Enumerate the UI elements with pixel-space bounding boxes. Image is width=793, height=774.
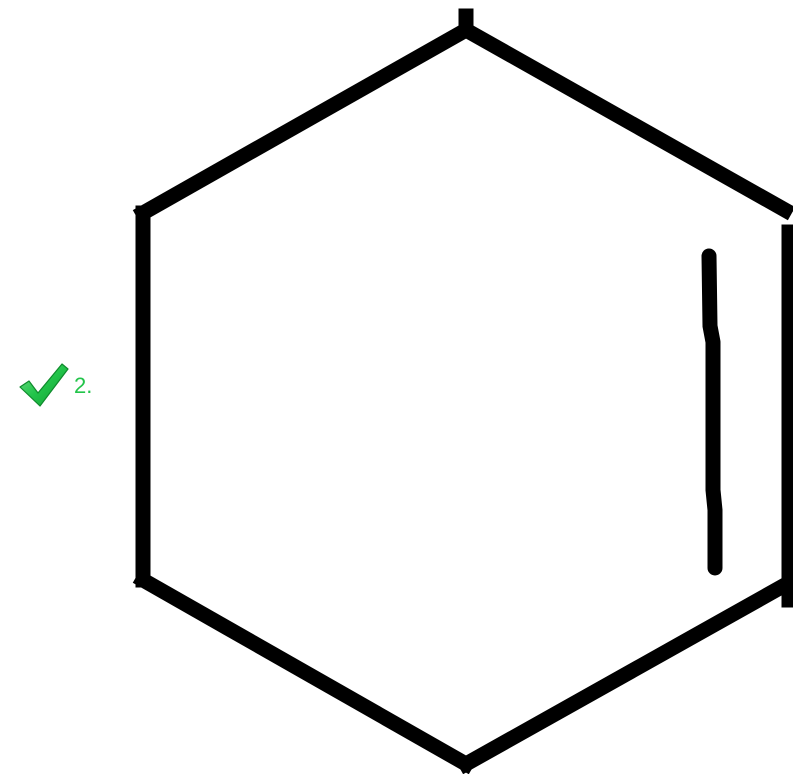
check-icon — [19, 363, 69, 407]
bond-bottom-left — [132, 569, 477, 774]
bond-top-right — [455, 19, 793, 221]
answer-marker: 2. — [18, 360, 92, 410]
bond-bottom-right — [455, 574, 793, 774]
bond-double-inner — [701, 248, 723, 576]
bond-top-left — [132, 19, 477, 224]
answer-number: 2. — [74, 373, 93, 398]
